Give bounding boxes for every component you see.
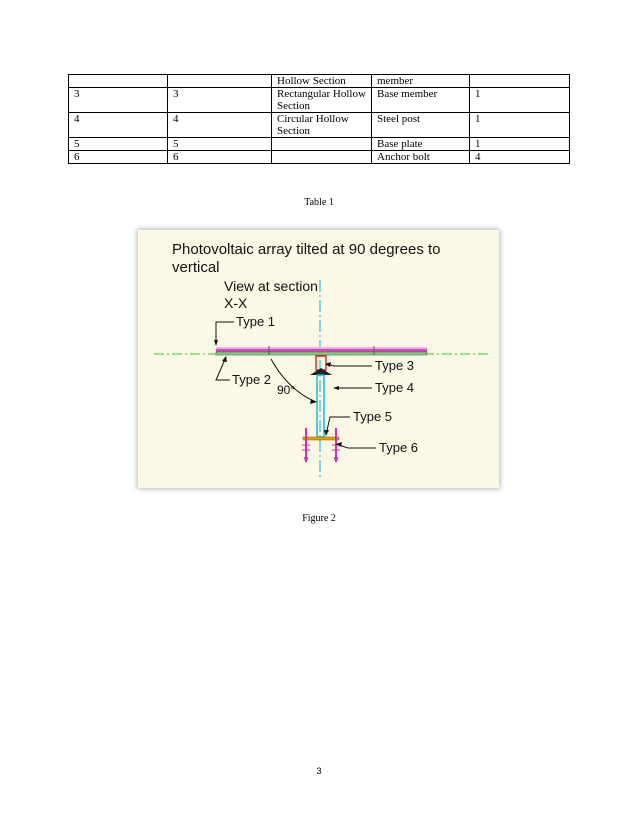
label-type6: Type 6 [379,440,418,455]
table-cell: 3 [68,87,168,113]
table-cell: 4 [167,112,272,138]
table-cell: Base plate [371,137,470,151]
view-label-line2: X-X [224,295,248,311]
view-label-line1: View at section [224,278,318,294]
pv-panel [216,347,427,352]
arrowhead [336,442,342,447]
label-type5: Type 5 [353,409,392,424]
table-cell: 1 [469,112,570,138]
label-type1: Type 1 [236,314,275,329]
anchor-bolt-tip [303,456,309,463]
parts-table: Hollow Section member 3 3 Rectangular Ho… [68,74,570,164]
arrowhead [214,340,218,346]
leader-type5 [325,416,350,436]
table-row: 4 4 Circular Hollow Section Steel post 1 [68,112,570,138]
table-row: 6 6 Anchor bolt 4 [68,150,570,164]
arrowhead [333,386,339,390]
figure-caption: Figure 2 [302,513,336,524]
table-cell [68,74,168,88]
label-type4: Type 4 [375,380,414,395]
figure-title-line2: vertical [172,259,220,276]
figure-photovoltaic-section: Photovoltaic array tilted at 90 degrees … [138,230,499,488]
table-cell: 5 [68,137,168,151]
panel-rail [215,351,428,356]
table-row: Hollow Section member [68,74,570,88]
figure-title-line1: Photovoltaic array tilted at 90 degrees … [172,241,441,258]
figure-drawing: Photovoltaic array tilted at 90 degrees … [154,241,488,480]
table-cell: 4 [469,150,570,164]
table-cell: 4 [68,112,168,138]
table-cell: 6 [167,150,272,164]
table-row: 5 5 Base plate 1 [68,137,570,151]
pv-panel-highlight [216,347,427,349]
arrowhead [324,430,329,436]
table-caption: Table 1 [304,197,334,208]
table-cell [469,74,570,88]
leader-type3 [325,363,372,367]
leader-type2 [215,356,230,381]
leader-arrowheads [214,340,342,447]
table-cell [271,150,372,164]
post-cap [310,368,332,375]
table-cell: 1 [469,137,570,151]
page-number: 3 [316,766,322,776]
table-row: 3 3 Rectangular Hollow Section Base memb… [68,87,570,113]
table-cell: Base member [371,87,470,113]
arrowhead [222,356,227,362]
rhs-base-member [315,355,327,371]
table-cell: Rectangular Hollow Section [271,87,372,113]
table-cell: Circular Hollow Section [271,112,372,138]
label-type2: Type 2 [232,372,271,387]
table-cell [167,74,272,88]
label-type3: Type 3 [375,358,414,373]
table-cell: Anchor bolt [371,150,470,164]
leader-type6 [335,443,376,449]
arrowhead [310,399,317,404]
arrowhead [325,362,331,367]
leader-type1 [215,321,234,345]
base-plate [302,436,340,441]
table-cell: Steel post [371,112,470,138]
table-cell: 6 [68,150,168,164]
table-cell [271,137,372,151]
label-angle: 90° [277,383,295,397]
table-cell: 3 [167,87,272,113]
table-cell: member [371,74,470,88]
table-cell: 1 [469,87,570,113]
table-cell: Hollow Section [271,74,372,88]
anchor-bolt-tip [333,456,339,463]
table-cell: 5 [167,137,272,151]
